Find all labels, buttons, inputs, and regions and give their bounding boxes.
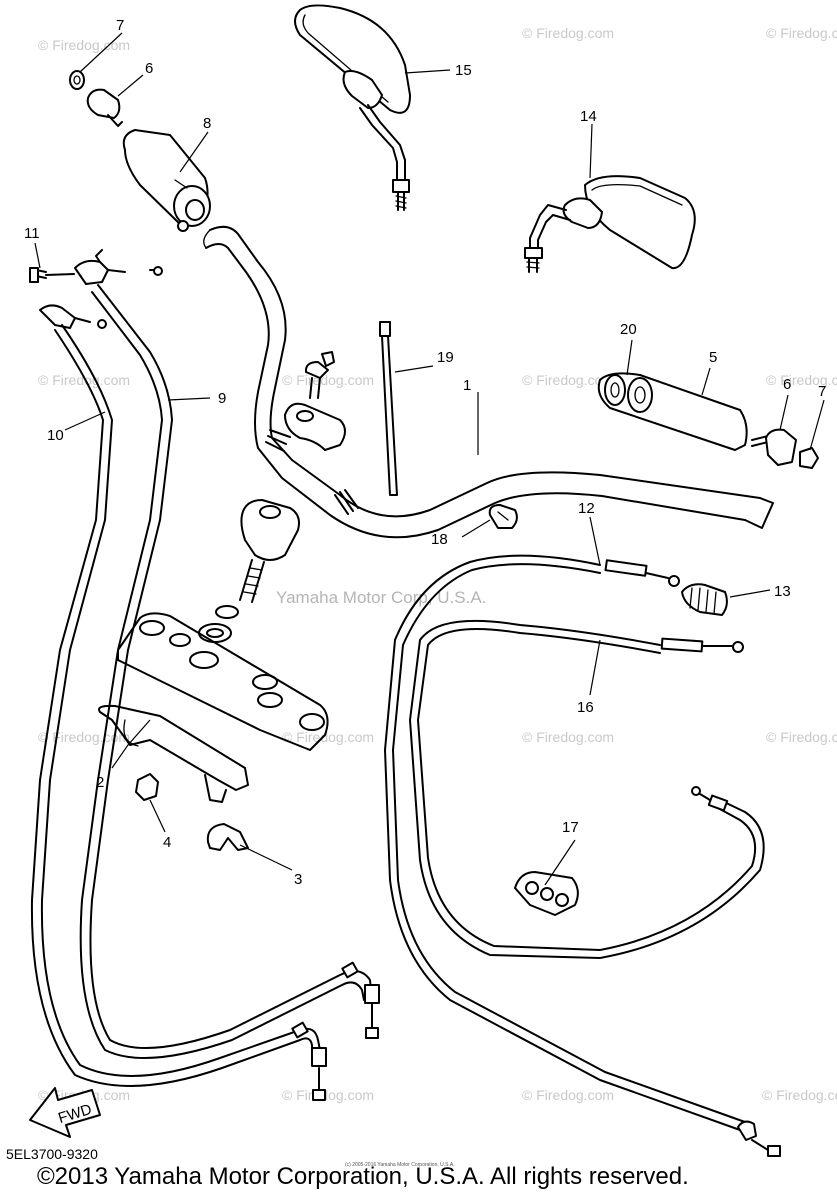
watermark-firedog: © Firedog.com (282, 729, 374, 745)
throttle-grip-8 (122, 129, 211, 232)
watermark-firedog: © Firedog.com (38, 372, 130, 388)
grip-end-weight-6b (751, 428, 797, 466)
washer-20 (604, 374, 653, 413)
cable-joint-10-end (39, 304, 107, 329)
watermark-firedog: © Firedog.com (766, 729, 837, 745)
callout-7a: 7 (116, 17, 124, 34)
watermark-firedog: © Firedog.com (766, 372, 837, 388)
callout-numbers: 7 6 8 15 14 11 9 10 19 1 20 5 6 7 18 12 … (24, 17, 826, 888)
callout-1: 1 (463, 377, 471, 394)
cable-clamp-18 (488, 504, 518, 529)
callout-11: 11 (24, 225, 40, 242)
clutch-cable-12 (384, 554, 781, 1157)
callout-2: 2 (96, 774, 104, 791)
cable-16 (409, 619, 765, 959)
watermark-firedog: © Firedog.com (282, 1087, 374, 1103)
watermark-firedog: © Firedog.com (522, 25, 614, 41)
watermark-firedog: © Firedog.com (38, 37, 130, 53)
handlebar-holder (198, 351, 346, 643)
leader-lines (34, 32, 825, 886)
callout-12: 12 (578, 500, 595, 517)
callout-15: 15 (455, 62, 472, 79)
copyright-notice: ©2013 Yamaha Motor Corporation, U.S.A. A… (37, 1163, 689, 1190)
watermark-firedog: © Firedog.com (38, 729, 130, 745)
callout-16: 16 (577, 699, 594, 716)
watermark-firedog: © Firedog.com (282, 372, 374, 388)
mirror-15 (294, 4, 411, 211)
drawing-number: 5EL3700-9320 (6, 1146, 98, 1162)
grip-end-cap-7b (799, 447, 819, 469)
callout-5: 5 (709, 349, 717, 366)
cable-adjuster-13 (681, 583, 728, 616)
callout-19: 19 (437, 349, 454, 366)
callout-6a: 6 (145, 60, 153, 77)
throttle-cable-9 (79, 284, 380, 1059)
callout-13: 13 (774, 583, 791, 600)
grip-end-weight-6a (86, 88, 123, 127)
cable-holder-17 (514, 871, 579, 916)
watermarks: © Firedog.com © Firedog.com © Firedog.co… (38, 25, 837, 1103)
watermark-firedog: © Firedog.com (766, 25, 837, 41)
callout-9: 9 (218, 390, 226, 407)
watermark-firedog: © Firedog.com (762, 1087, 837, 1103)
mirror-14 (524, 175, 696, 273)
cable-joint-11 (29, 249, 163, 285)
cable-clamp-3 (206, 823, 249, 851)
tiny-credit: (c) 2005-2016 Yamaha Motor Corporation, … (345, 1162, 455, 1168)
cable-tie-19 (379, 321, 398, 496)
nut-4 (135, 773, 159, 801)
cable-guide-2 (98, 704, 249, 803)
callout-20: 20 (620, 321, 637, 338)
watermark-firedog: © Firedog.com (522, 1087, 614, 1103)
callout-4: 4 (163, 834, 171, 851)
throttle-cable-10 (30, 324, 327, 1101)
watermark-firedog: © Firedog.com (522, 372, 614, 388)
callout-14: 14 (580, 108, 597, 125)
callout-7b: 7 (818, 383, 826, 400)
callout-8: 8 (203, 115, 211, 132)
watermark-firedog: © Firedog.com (522, 729, 614, 745)
callout-6b: 6 (783, 376, 791, 393)
grip-end-cap-7a (69, 70, 85, 90)
handlebar-1 (203, 225, 774, 539)
callout-3: 3 (294, 871, 302, 888)
watermark-yamaha: Yamaha Motor Corp, U.S.A. (276, 588, 486, 607)
callout-17: 17 (562, 819, 579, 836)
callout-10: 10 (47, 427, 64, 444)
callout-18: 18 (431, 531, 448, 548)
